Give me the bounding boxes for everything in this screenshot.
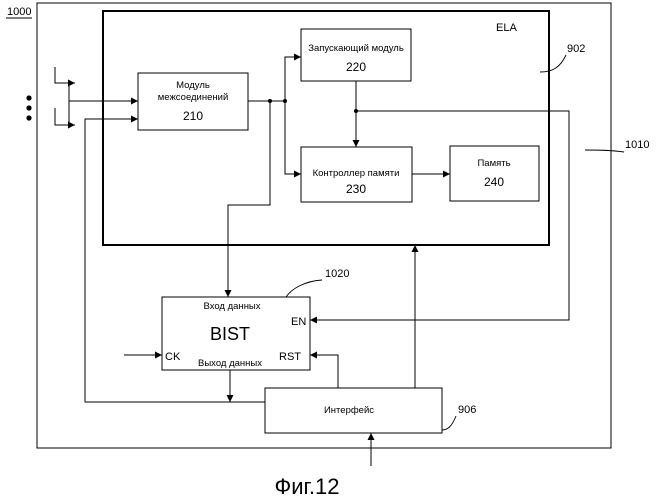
trigger-name: Запускающий модуль [308, 43, 404, 54]
wire-trigger-to-bist-en [310, 111, 569, 320]
memory-name: Память [477, 158, 510, 169]
ref-bist: 1020 [325, 268, 349, 280]
bist-ck-port: CK [165, 351, 181, 363]
ellipsis-dots [26, 95, 31, 120]
memory-block [450, 146, 539, 201]
leader-interface [442, 416, 456, 430]
figure-number: 1000 [7, 6, 31, 18]
wire-to-trigger [285, 57, 301, 101]
interconnect-number: 210 [183, 109, 203, 123]
ref-ela-block: 902 [567, 43, 585, 55]
leader-system [585, 150, 624, 152]
leader-bist [286, 280, 322, 297]
bist-en-port: EN [291, 316, 306, 328]
wire-to-memctrl [285, 101, 301, 174]
interface-name: Интерфейс [324, 405, 374, 416]
wire-interface-to-rst [310, 355, 338, 388]
figure-caption: Фиг.12 [275, 474, 340, 499]
bist-data-in-label: Вход данных [203, 301, 260, 312]
bist-rst-port: RST [279, 351, 301, 363]
interconnect-name-line1: Модуль [176, 80, 210, 91]
ref-interface: 906 [458, 404, 476, 416]
memctrl-number: 230 [346, 182, 366, 196]
ela-label: ELA [496, 22, 517, 34]
memctrl-name: Контроллер памяти [313, 168, 400, 179]
interconnect-name-line2: межсоединений [158, 92, 229, 103]
bist-name: BIST [210, 324, 250, 344]
leader-ela-block [540, 55, 566, 72]
memory-number: 240 [484, 175, 504, 189]
bist-data-out-label: Выход данных [198, 358, 262, 369]
trigger-number: 220 [346, 60, 366, 74]
ref-system: 1010 [625, 139, 649, 151]
